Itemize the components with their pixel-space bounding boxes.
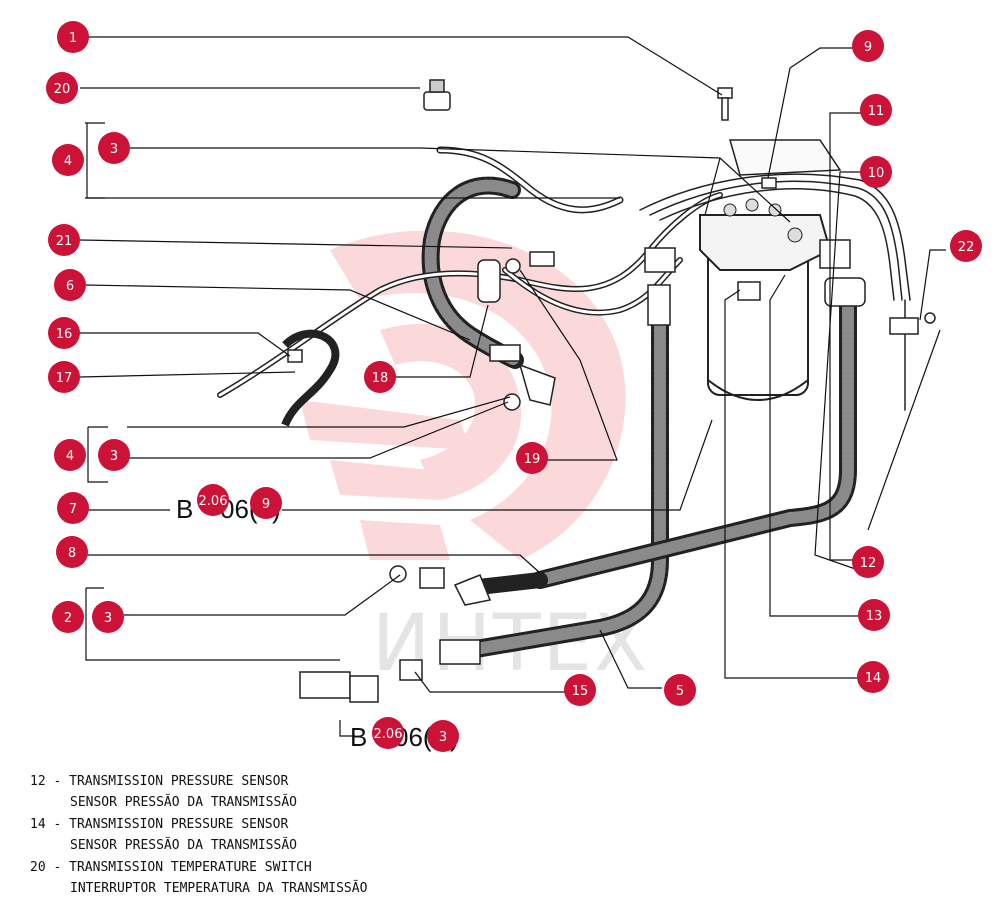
reference-badge: 2.06 <box>199 494 228 509</box>
callout-16: 16 <box>48 317 80 349</box>
reference-item: 9 <box>262 497 270 512</box>
callout-label: 4 <box>66 449 74 464</box>
callout-badge <box>54 269 86 301</box>
callout-label: 5 <box>676 684 684 699</box>
callout-badge <box>92 601 124 633</box>
callout-badge <box>857 661 889 693</box>
callout-badge <box>48 224 80 256</box>
callout-1: 1 <box>57 21 89 53</box>
reference-prefix: B <box>350 722 367 752</box>
callout-label: 8 <box>68 546 76 561</box>
callout-12: 12 <box>852 546 884 578</box>
callout-label: 19 <box>524 452 541 467</box>
callout-label: 3 <box>104 611 112 626</box>
legend-line-12-pt: SENSOR PRESSÃO DA TRANSMISSÃO <box>70 795 297 811</box>
callout-2: 2 <box>52 601 84 633</box>
callout-badge <box>860 94 892 126</box>
callout-badge <box>54 439 86 471</box>
reference-b206-item3: B 06( ) 2.06 3 <box>350 717 459 752</box>
callout-label: 20 <box>54 82 71 97</box>
callout-badge <box>57 492 89 524</box>
callout-label: 17 <box>56 371 73 386</box>
callout-badge <box>46 72 78 104</box>
callout-label: 1 <box>69 31 77 46</box>
callout-6: 6 <box>54 269 86 301</box>
callout-3: 3 <box>98 439 130 471</box>
callout-badge <box>56 536 88 568</box>
wire-harness <box>639 173 911 301</box>
legend-line-14-pt: SENSOR PRESSÃO DA TRANSMISSÃO <box>70 838 297 854</box>
callout-13: 13 <box>858 599 890 631</box>
reference-prefix: B <box>176 494 193 524</box>
callout-label: 9 <box>864 40 872 55</box>
callout-badge <box>364 361 396 393</box>
callout-badge <box>860 156 892 188</box>
callout-4: 4 <box>52 144 84 176</box>
callout-badge <box>664 674 696 706</box>
filter-assembly <box>699 139 842 401</box>
callout-label: 3 <box>110 449 118 464</box>
callout-label: 6 <box>66 279 74 294</box>
callout-badge <box>52 601 84 633</box>
callout-badge <box>950 230 982 262</box>
callouts: 1 20 4 3 21 6 16 17 18 4 3 19 7 8 2 3 9 … <box>46 21 982 706</box>
callout-label: 21 <box>56 234 73 249</box>
callout-7: 7 <box>57 492 89 524</box>
callout-22: 22 <box>950 230 982 262</box>
callout-20: 20 <box>46 72 78 104</box>
hose-assembly <box>217 146 911 659</box>
callout-badge <box>858 599 890 631</box>
callout-5: 5 <box>664 674 696 706</box>
parts-legend: 12 - TRANSMISSION PRESSURE SENSOR SENSOR… <box>30 771 550 899</box>
callout-19: 19 <box>516 442 548 474</box>
callout-3: 3 <box>92 601 124 633</box>
legend-line-20-en: 20 - TRANSMISSION TEMPERATURE SWITCH <box>30 859 312 875</box>
fittings <box>281 79 936 703</box>
reference-item: 3 <box>439 730 447 745</box>
callout-badge <box>852 546 884 578</box>
callout-label: 16 <box>56 327 73 342</box>
callout-label: 13 <box>866 609 883 624</box>
leader-lines <box>79 36 946 737</box>
callout-8: 8 <box>56 536 88 568</box>
callout-label: 22 <box>958 240 975 255</box>
callout-badge <box>57 21 89 53</box>
callout-badge <box>48 317 80 349</box>
callout-18: 18 <box>364 361 396 393</box>
callout-label: 15 <box>572 684 589 699</box>
callout-badge <box>564 674 596 706</box>
callout-9: 9 <box>852 30 884 62</box>
callout-label: 12 <box>860 556 877 571</box>
callout-label: 11 <box>868 104 885 119</box>
callout-14: 14 <box>857 661 889 693</box>
callout-label: 18 <box>372 371 389 386</box>
callout-17: 17 <box>48 361 80 393</box>
callout-label: 2 <box>64 611 72 626</box>
callout-15: 15 <box>564 674 596 706</box>
legend-line-20-pt: INTERRUPTOR TEMPERATURA DA TRANSMISSÃO <box>70 881 368 897</box>
callout-label: 7 <box>69 502 77 517</box>
callout-label: 3 <box>110 142 118 157</box>
reference-b206-item9: B 06( ) 2.06 9 <box>176 484 282 524</box>
callout-badge <box>852 30 884 62</box>
callout-badge <box>52 144 84 176</box>
callout-badge <box>98 439 130 471</box>
watermark-logo <box>300 230 626 560</box>
callout-label: 4 <box>64 154 72 169</box>
callout-badge <box>48 361 80 393</box>
callout-21: 21 <box>48 224 80 256</box>
callout-10: 10 <box>860 156 892 188</box>
reference-badge: 2.06 <box>374 727 403 742</box>
legend-line-12-en: 12 - TRANSMISSION PRESSURE SENSOR <box>30 774 289 789</box>
callout-label: 14 <box>865 671 882 686</box>
callout-badge <box>516 442 548 474</box>
callout-label: 10 <box>868 166 885 181</box>
callout-4: 4 <box>54 439 86 471</box>
callout-3: 3 <box>98 132 130 164</box>
legend-line-14-en: 14 - TRANSMISSION PRESSURE SENSOR <box>30 816 289 832</box>
callout-11: 11 <box>860 94 892 126</box>
callout-badge <box>98 132 130 164</box>
tube-line-a <box>436 146 624 214</box>
